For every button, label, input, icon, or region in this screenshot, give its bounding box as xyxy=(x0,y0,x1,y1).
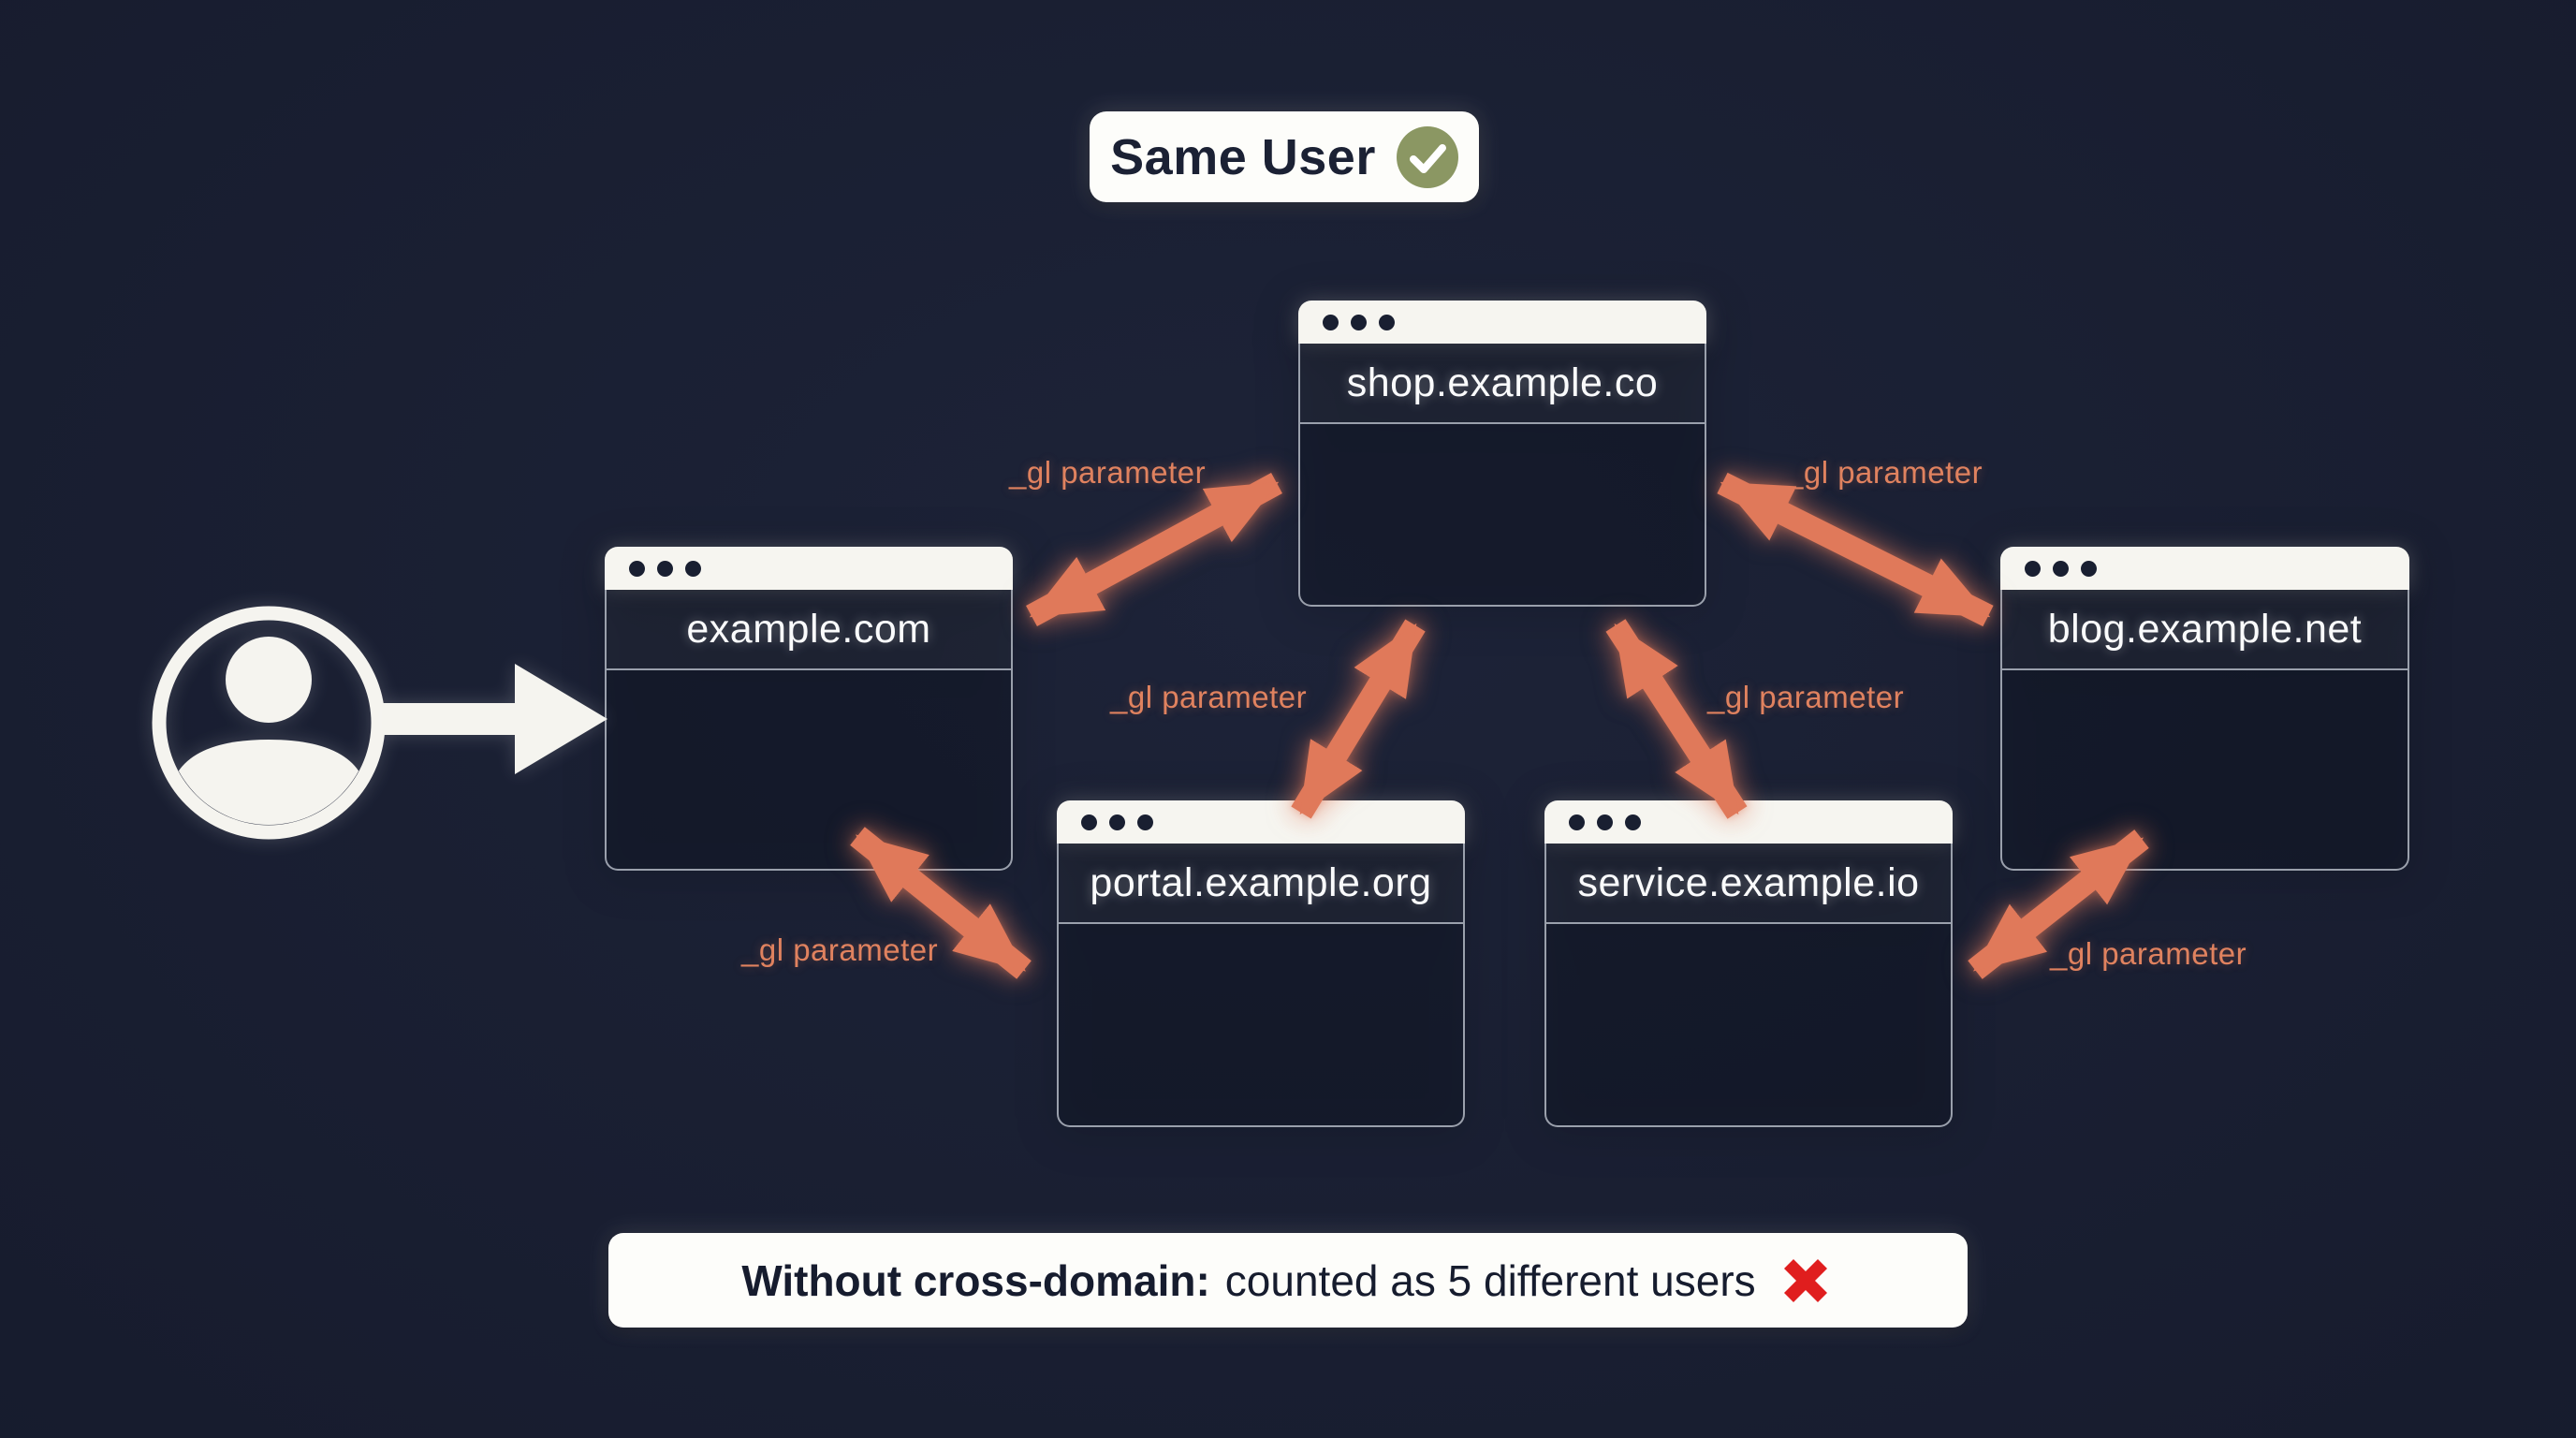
double-headed-arrow-example-shop xyxy=(1026,473,1282,626)
window-titlebar xyxy=(605,547,1013,590)
window-body: service.example.io xyxy=(1544,844,1953,1127)
footer-normal-text: counted as 5 different users xyxy=(1224,1255,1756,1305)
user-icon xyxy=(152,606,386,840)
window-controls-dots xyxy=(1323,314,1339,330)
window-controls-dots xyxy=(1081,814,1097,830)
domain-label: shop.example.co xyxy=(1346,360,1659,405)
gl-parameter-label: _gl parameter xyxy=(1707,680,1905,714)
right-arrow-icon xyxy=(382,664,607,774)
window-titlebar xyxy=(2000,547,2409,590)
window-controls-dots xyxy=(629,560,645,577)
same-user-badge: Same User xyxy=(1090,111,1479,202)
gl-parameter-label: _gl parameter xyxy=(2050,936,2247,971)
domain-label: example.com xyxy=(686,606,931,652)
domain-label: portal.example.org xyxy=(1090,859,1432,905)
double-headed-arrow-shop-portal xyxy=(1291,619,1426,819)
domain-bar: portal.example.org xyxy=(1059,844,1463,924)
browser-window-service-example-io: service.example.io xyxy=(1544,800,1953,1127)
gl-parameter-label: _gl parameter xyxy=(1009,455,1207,490)
red-cross-icon xyxy=(1777,1252,1835,1310)
domain-bar: example.com xyxy=(607,590,1011,670)
window-titlebar xyxy=(1057,800,1465,844)
double-headed-arrow-shop-service xyxy=(1605,619,1748,819)
domain-label: blog.example.net xyxy=(2047,606,2363,652)
browser-window-blog-example-net: blog.example.net xyxy=(2000,547,2409,871)
footer-note: Without cross-domain: counted as 5 diffe… xyxy=(608,1233,1968,1328)
window-titlebar xyxy=(1298,301,1706,344)
window-body: example.com xyxy=(605,590,1013,871)
gl-parameter-label: _gl parameter xyxy=(1786,455,1983,490)
window-controls-dots xyxy=(2025,560,2041,577)
window-body: portal.example.org xyxy=(1057,844,1465,1127)
same-user-label: Same User xyxy=(1110,128,1376,185)
footer-bold-text: Without cross-domain: xyxy=(741,1255,1210,1305)
window-titlebar xyxy=(1544,800,1953,844)
domain-bar: service.example.io xyxy=(1546,844,1951,924)
browser-window-portal-example-org: portal.example.org xyxy=(1057,800,1465,1127)
window-body: shop.example.co xyxy=(1298,344,1706,607)
check-circle-icon xyxy=(1396,125,1458,188)
gl-parameter-label: _gl parameter xyxy=(1110,680,1308,714)
window-controls-dots xyxy=(1569,814,1585,830)
domain-bar: blog.example.net xyxy=(2002,590,2408,670)
browser-window-example-com: example.com xyxy=(605,547,1013,871)
domain-label: service.example.io xyxy=(1577,859,1920,905)
browser-window-shop-example-co: shop.example.co xyxy=(1298,301,1706,607)
window-body: blog.example.net xyxy=(2000,590,2409,871)
double-headed-arrow-shop-blog xyxy=(1717,472,1994,627)
gl-parameter-label: _gl parameter xyxy=(741,932,939,967)
domain-bar: shop.example.co xyxy=(1300,344,1705,424)
